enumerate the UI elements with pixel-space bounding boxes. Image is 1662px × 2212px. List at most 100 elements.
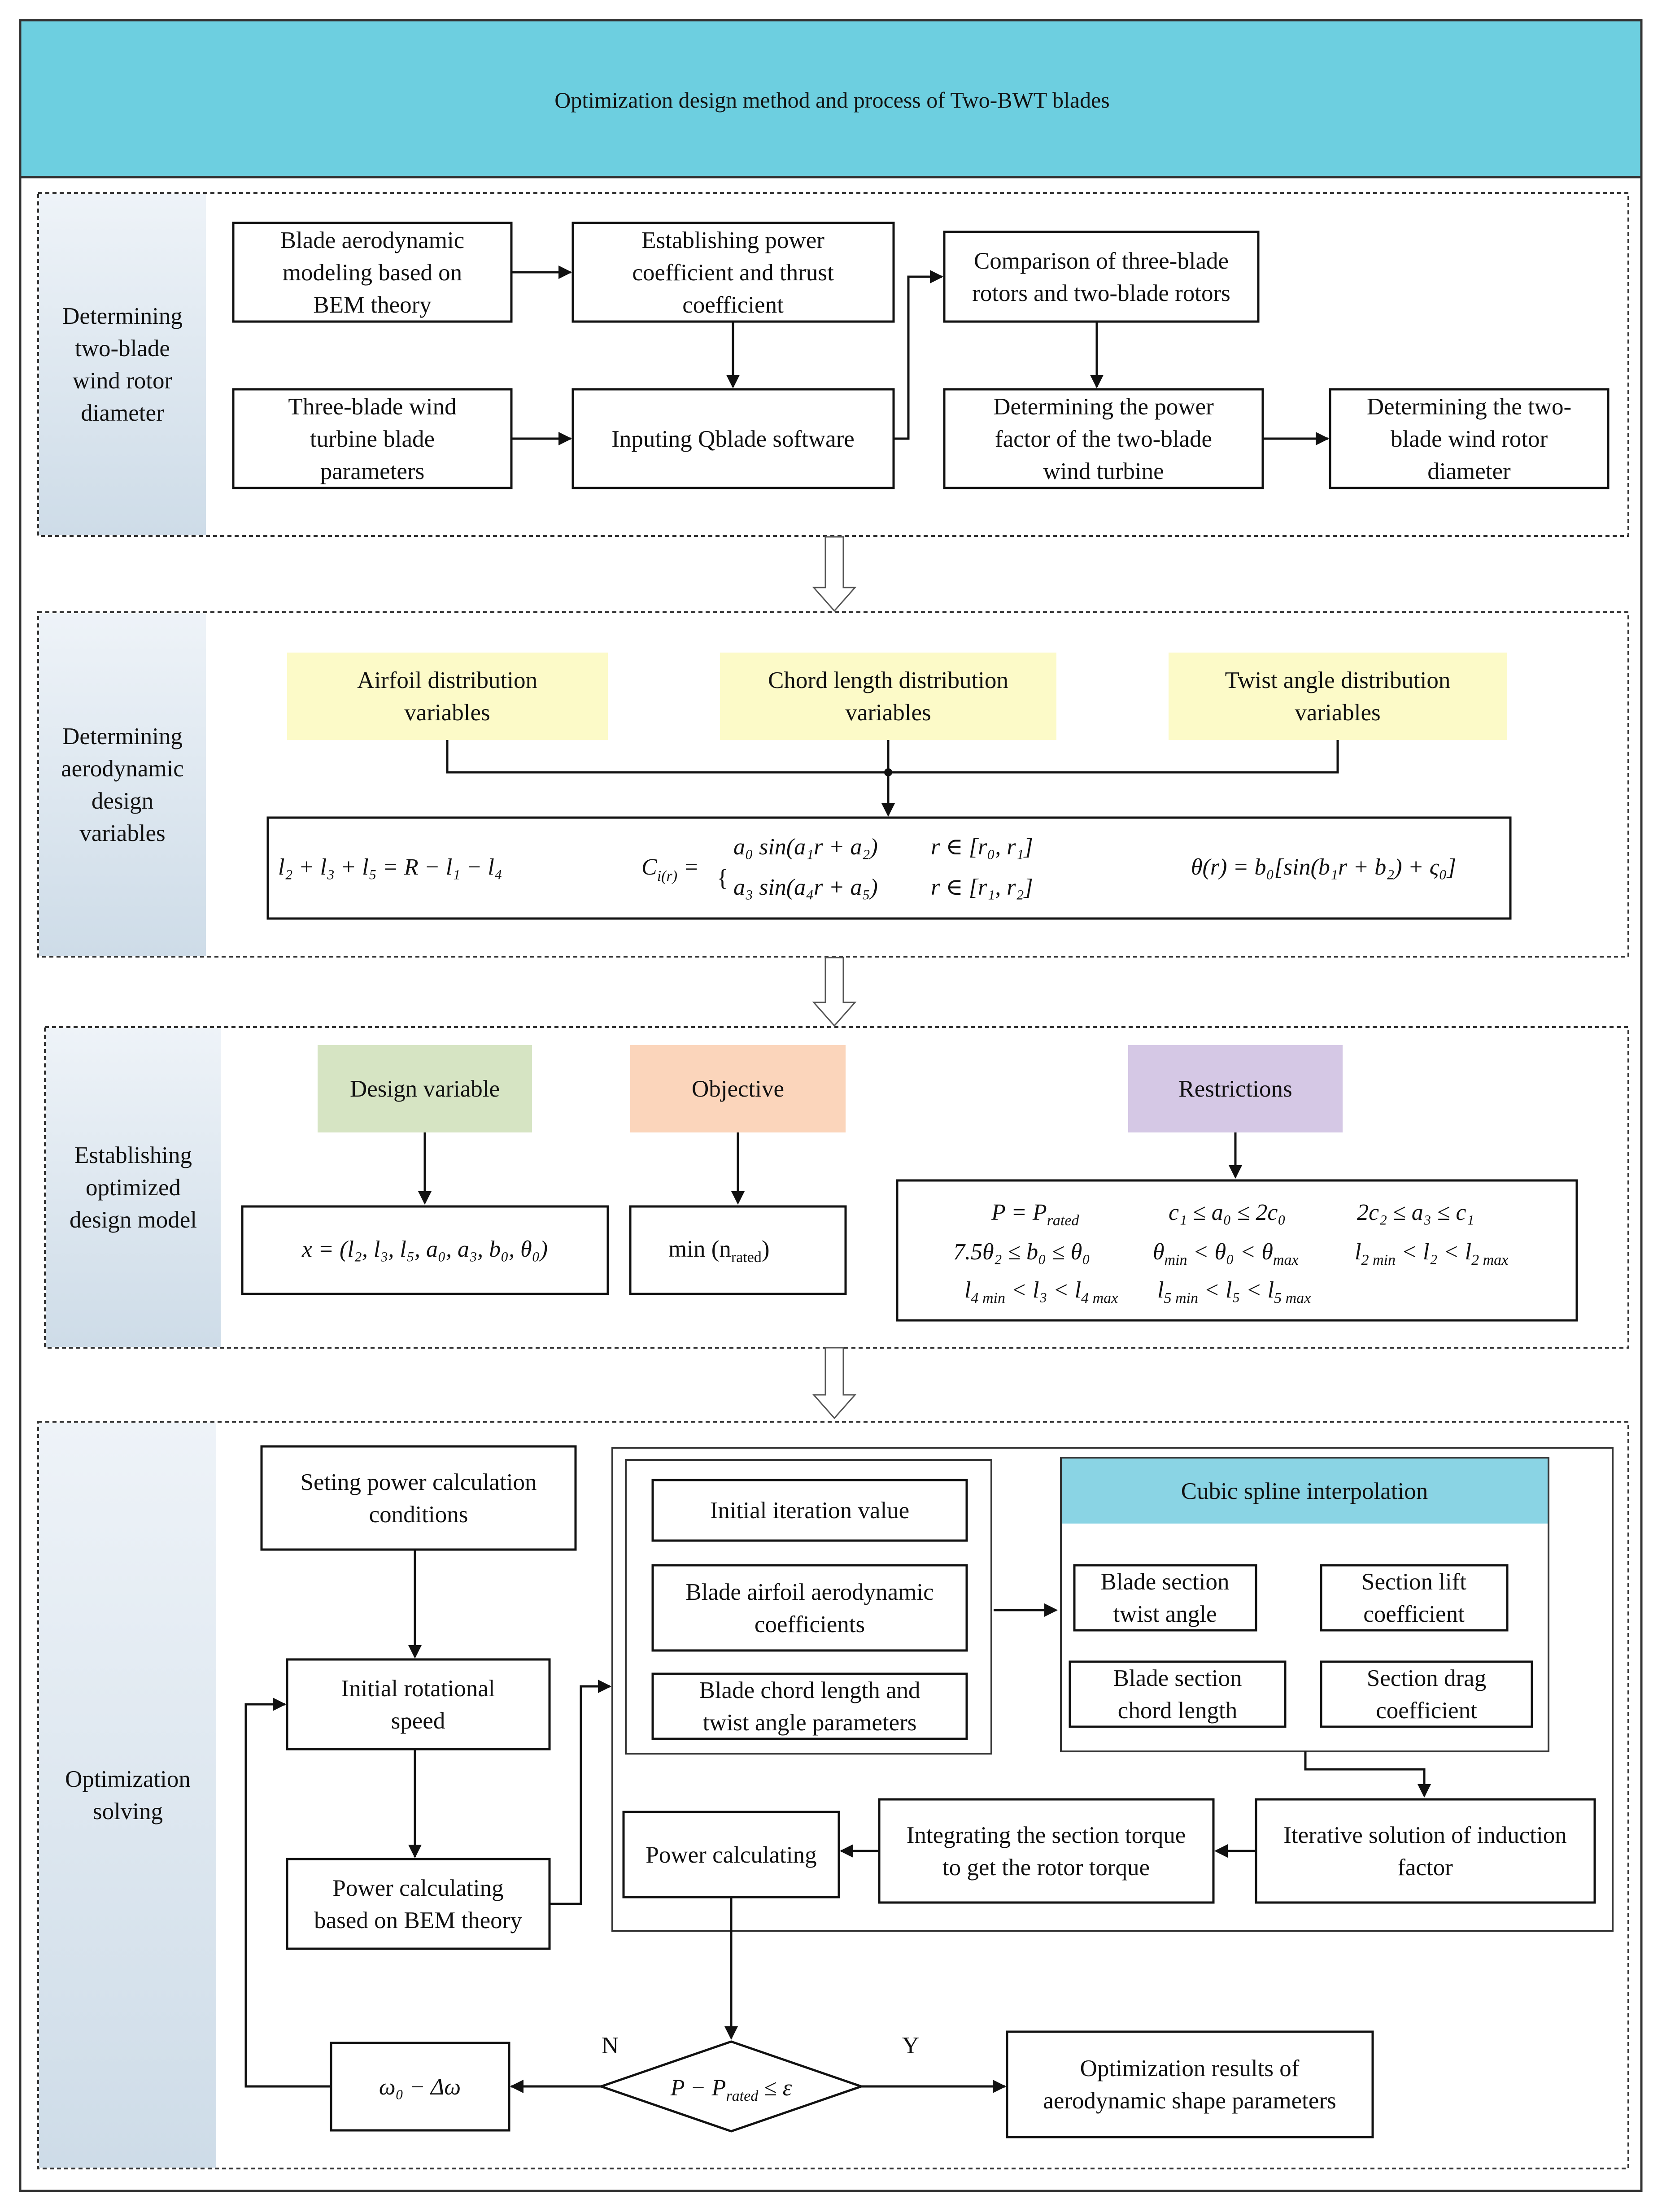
rotor-diameter-text: Determining the two-blade wind rotordiam… [1367, 394, 1571, 484]
text-line: Determining [62, 303, 183, 329]
arrow-bem-to-solver [550, 1680, 611, 1905]
objective-label: Objective [692, 1076, 784, 1102]
text-line: conditions [369, 1502, 468, 1528]
chord-equation-row1: a₀ sin(a₁r + a₂) [733, 834, 878, 860]
text-line: Blade section [1113, 1665, 1242, 1691]
bem-solver-frame [611, 1447, 1614, 1932]
text-line: based on BEM theory [314, 1907, 522, 1933]
rotor-diameter-box [1329, 388, 1610, 489]
text-line: to get the rotor torque [942, 1855, 1150, 1881]
text-line: modeling based on [283, 260, 462, 286]
text-line: Optimization results of [1080, 2055, 1300, 2081]
chord-length-text: Blade section chord length [1113, 1665, 1242, 1724]
text-line: Establishing [74, 1142, 192, 1168]
arrow-spline-to-iterative [1304, 1751, 1431, 1798]
initial-speed-box [286, 1658, 551, 1750]
restriction-l3: l4 min < l₃ < l4 max [964, 1277, 1118, 1306]
restrictions-box [1128, 1045, 1343, 1132]
text-line: Optimization [65, 1766, 191, 1792]
restriction-a0: c₁ ≤ a₀ ≤ 2c₀ [1169, 1200, 1286, 1225]
text-line: Power calculating [646, 1842, 816, 1868]
arrow-qblade-to-comparison [894, 270, 943, 440]
text-line: Determining the power [993, 394, 1214, 420]
power-factor-box [943, 388, 1264, 489]
text-line: coefficient [1363, 1601, 1465, 1627]
text-line: Seting power calculation [301, 1469, 537, 1495]
integrating-box [878, 1798, 1215, 1904]
text-line: Section drag [1367, 1665, 1486, 1691]
restriction-a3: 2c₂ ≤ a₃ ≤ c₁ [1357, 1200, 1474, 1225]
text-line: coefficient [1376, 1698, 1477, 1724]
text-line: chord length [1118, 1698, 1237, 1724]
comparison-box [943, 231, 1260, 323]
bem-modeling-box [232, 222, 513, 323]
restriction-theta0: θmin < θ₀ < θmax [1153, 1239, 1299, 1268]
objective-expression: min (nrated) [668, 1236, 769, 1266]
chord-equation-row2-range: r ∈ [r₁, r₂] [931, 875, 1033, 900]
text-line: design model [70, 1207, 197, 1233]
twist-variables-box [1169, 653, 1507, 740]
text-line: twist angle parameters [703, 1710, 917, 1736]
text-line: Section lift [1361, 1569, 1466, 1595]
text-line: Inputing Qblade software [611, 426, 855, 452]
text-line: variables [404, 700, 490, 726]
text-line: solving [93, 1798, 163, 1824]
text-line: Airfoil distribution [357, 667, 537, 693]
restrictions-expr-box [896, 1179, 1578, 1322]
text-line: coefficient and thrust [632, 260, 834, 286]
drag-coefficient-box [1320, 1660, 1533, 1728]
omega-update: ω₀ − Δω [379, 2074, 461, 2100]
text-line: Three-blade wind [288, 394, 456, 420]
text-line: Blade section [1101, 1569, 1230, 1595]
results-box [1006, 2030, 1374, 2138]
text-line: Blade airfoil aerodynamic [685, 1579, 934, 1605]
power-calc-text: Power calculating [646, 1842, 816, 1868]
spline-header [1062, 1459, 1548, 1524]
text-line: Determining [62, 723, 183, 749]
stage4-label: Optimization solving [65, 1766, 191, 1824]
objective-box [630, 1045, 846, 1132]
text-line: coefficients [755, 1611, 865, 1637]
text-line: turbine blade [310, 426, 435, 452]
iterative-box [1255, 1798, 1596, 1904]
stage3-frame [44, 1026, 1629, 1349]
airfoil-variables-box [287, 653, 608, 740]
chord-equation-row2: a₃ sin(a₄r + a₅) [733, 875, 878, 900]
title-banner [19, 19, 1643, 179]
stage3-label: Establishing optimized design model [70, 1142, 197, 1233]
twist-angle-box [1073, 1564, 1257, 1632]
power-calc-box [622, 1811, 840, 1898]
text-line: optimized [86, 1175, 181, 1201]
design-variable-label: Design variable [350, 1076, 500, 1102]
chord-equation-row1-range: r ∈ [r₀, r₁] [931, 834, 1033, 860]
text-line: Initial iteration value [710, 1498, 909, 1524]
text-line: Integrating the section torque [907, 1822, 1186, 1848]
text-line: variables [1295, 700, 1380, 726]
text-line: Initial rotational [341, 1676, 495, 1702]
seting-conditions-box [260, 1445, 577, 1551]
text-line: aerodynamic shape parameters [1043, 2088, 1336, 2114]
no-label: N [602, 2033, 619, 2059]
text-line: Chord length distribution [768, 667, 1008, 693]
text-line: rotors and two-blade rotors [972, 280, 1230, 306]
text-line: Iterative solution of induction [1283, 1822, 1566, 1848]
yes-label: Y [902, 2033, 919, 2059]
airfoil-coefficients-text: Blade airfoil aerodynamic coefficients [685, 1579, 934, 1637]
power-bem-box [286, 1858, 551, 1950]
text-line: variables [79, 820, 165, 846]
text-line: parameters [320, 458, 424, 484]
stage4-frame [37, 1421, 1629, 2169]
stage1-label-panel [39, 194, 206, 535]
integrating-text: Integrating the section torque to get the… [907, 1822, 1186, 1881]
hollow-arrow-1 [812, 536, 857, 612]
text-line: Blade aerodynamic [280, 227, 465, 253]
